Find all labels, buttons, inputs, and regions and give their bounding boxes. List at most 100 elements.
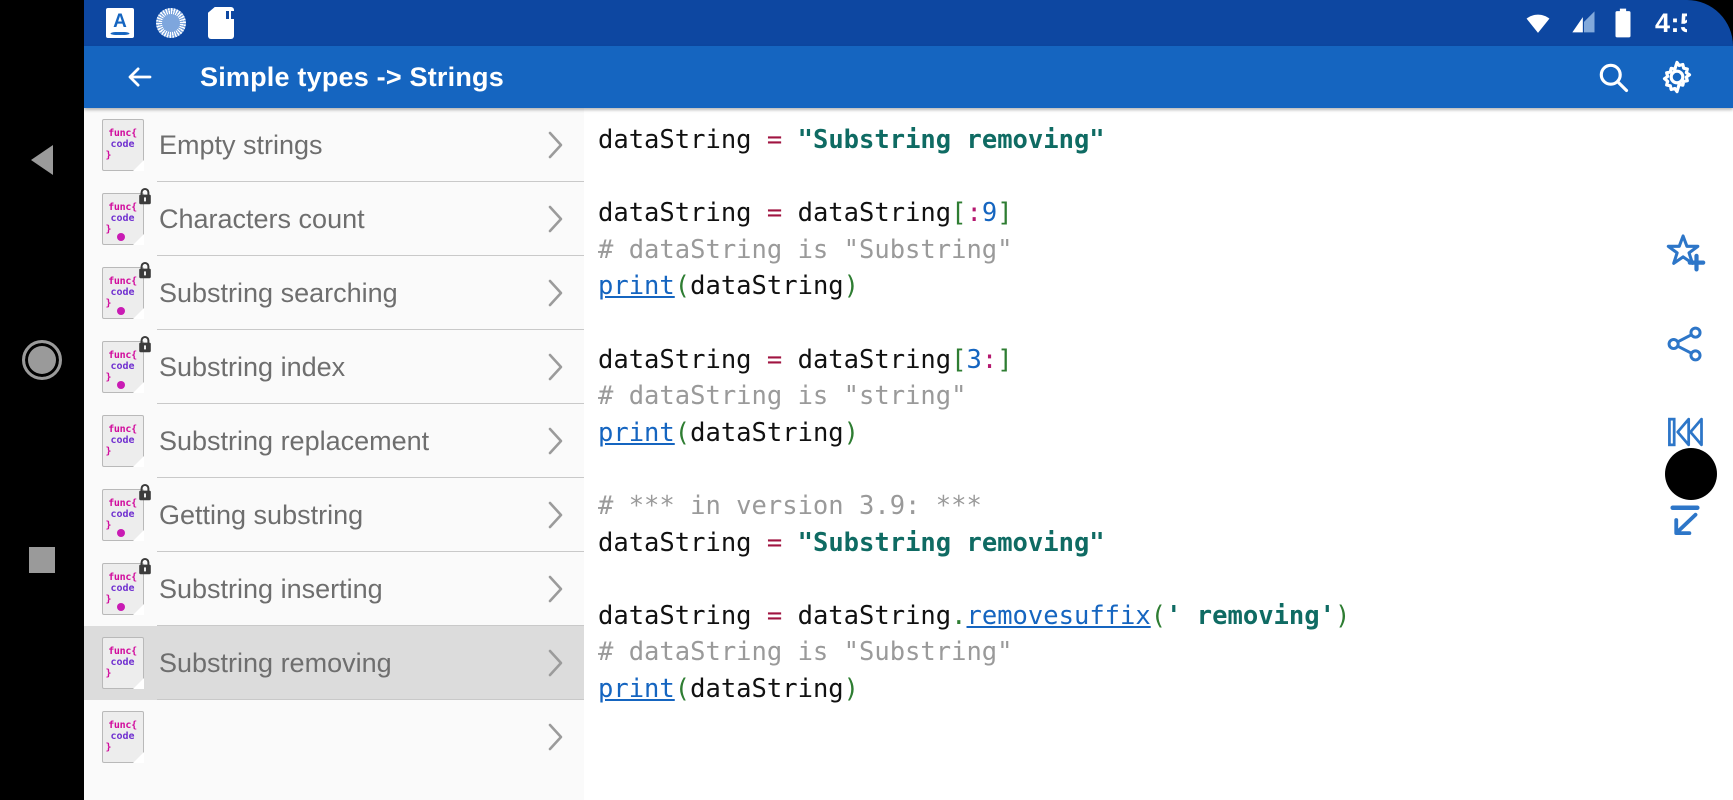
code-token[interactable]: print [598, 417, 675, 448]
code-file-icon: func{code} [100, 484, 151, 541]
list-item-chevron[interactable] [526, 646, 584, 680]
code-token: dataString [598, 344, 767, 375]
code-token: ] [997, 198, 1013, 229]
code-token: ) [843, 673, 860, 704]
code-token [782, 528, 797, 558]
code-token: dataString [598, 198, 767, 229]
list-item-chevron[interactable] [526, 572, 584, 606]
code-token: dataString [782, 600, 952, 631]
list-item-chevron[interactable] [526, 498, 584, 532]
list-item[interactable]: func{code}Empty strings [84, 108, 584, 182]
list-item-chevron[interactable] [526, 276, 584, 310]
list-item[interactable]: func{code}Characters count [84, 182, 584, 256]
keyboard-a-icon: A [106, 8, 134, 38]
code-line [598, 159, 1733, 196]
lock-icon [139, 558, 151, 575]
code-token: dataString [598, 600, 767, 631]
nav-back-button[interactable] [0, 130, 84, 190]
list-item-chevron[interactable] [526, 128, 584, 162]
list-item-chevron[interactable] [526, 350, 584, 384]
code-line: print(dataString) [598, 671, 1733, 708]
code-line: dataString = dataString[3:] [598, 342, 1733, 379]
back-triangle-icon [31, 145, 53, 175]
chevron-right-icon [548, 501, 563, 529]
list-item-label: Substring index [159, 351, 346, 382]
code-token: dataString [782, 198, 952, 229]
code-token: [ [951, 344, 967, 375]
list-item[interactable]: func{code} [84, 700, 584, 774]
skip-to-start-button[interactable] [1659, 406, 1711, 458]
code-token: ) [843, 417, 860, 448]
status-bar: A 4:51 [84, 0, 1733, 46]
code-token: dataString [598, 125, 767, 155]
code-token: dataString [782, 344, 952, 375]
unlock-dot-icon [116, 233, 125, 241]
nav-recents-button[interactable] [0, 530, 84, 590]
collapse-panel-button[interactable] [1659, 494, 1711, 546]
list-item[interactable]: func{code}Substring replacement [84, 404, 584, 478]
code-token: ( [674, 417, 691, 448]
lock-icon [139, 336, 151, 353]
back-arrow-button[interactable] [116, 46, 164, 108]
home-circle-icon [22, 340, 62, 380]
code-line: dataString = dataString.removesuffix(' r… [598, 598, 1733, 635]
code-viewer[interactable]: dataString = "Substring removing" dataSt… [584, 108, 1733, 800]
code-token[interactable]: print [598, 271, 675, 302]
list-item[interactable]: func{code}Substring removing [84, 626, 584, 700]
list-item[interactable]: func{code}Getting substring [84, 478, 584, 552]
code-token [782, 125, 797, 155]
app-window: A 4:51 [84, 0, 1733, 800]
share-button[interactable] [1659, 318, 1711, 370]
list-item-label: Substring searching [159, 277, 398, 308]
code-token[interactable]: print [598, 673, 675, 704]
code-file-icon: func{code} [100, 637, 145, 689]
list-divider [157, 699, 584, 700]
code-token: = [766, 198, 783, 229]
list-item-chevron[interactable] [526, 424, 584, 458]
code-line: # dataString is "Substring" [598, 634, 1733, 671]
code-line: dataString = dataString[:9] [598, 195, 1733, 232]
arrow-left-icon [128, 67, 152, 87]
code-token: : [981, 344, 998, 375]
code-file-icon: func{code} [100, 711, 145, 763]
code-token: = [766, 600, 783, 631]
list-item-chevron[interactable] [526, 202, 584, 236]
list-item[interactable]: func{code}Substring inserting [84, 552, 584, 626]
chevron-right-icon [548, 131, 563, 159]
code-line: # dataString is "string" [598, 378, 1733, 415]
search-button[interactable] [1581, 46, 1645, 108]
code-token: ' removing' [1166, 600, 1335, 631]
list-item-chevron[interactable] [526, 720, 584, 754]
code-token: # *** in version 3.9: *** [598, 490, 982, 521]
list-divider [157, 255, 584, 256]
search-icon [1599, 63, 1629, 93]
code-token: ( [674, 673, 691, 704]
share-icon [1667, 326, 1702, 362]
list-item[interactable]: func{code}Substring searching [84, 256, 584, 330]
code-token: . [951, 600, 967, 631]
code-token: "Substring removing" [797, 527, 1105, 558]
code-line: # *** in version 3.9: *** [598, 488, 1733, 525]
code-line: dataString = "Substring removing" [598, 525, 1733, 562]
recents-square-icon [29, 547, 55, 573]
code-file-icon: func{code} [100, 336, 151, 393]
code-token[interactable]: removesuffix [966, 600, 1151, 631]
code-token: = [766, 344, 783, 375]
add-to-favorites-button[interactable] [1659, 228, 1711, 280]
nav-home-button[interactable] [0, 330, 84, 390]
action-rail [1637, 108, 1733, 800]
chevron-right-icon [548, 649, 563, 677]
settings-button[interactable] [1645, 46, 1709, 108]
code-token: dataString [690, 673, 844, 704]
code-line: print(dataString) [598, 268, 1733, 305]
code-file-icon: func{code} [100, 119, 145, 171]
sd-card-icon [208, 7, 234, 39]
list-item[interactable]: func{code} Substring index [84, 330, 584, 404]
code-token: = [766, 527, 783, 558]
code-token: [ [951, 198, 967, 229]
skip-to-start-icon [1668, 417, 1703, 447]
unlock-dot-icon [116, 381, 125, 389]
code-token: dataString [690, 417, 844, 448]
app-bar: Simple types -> Strings [84, 46, 1733, 108]
